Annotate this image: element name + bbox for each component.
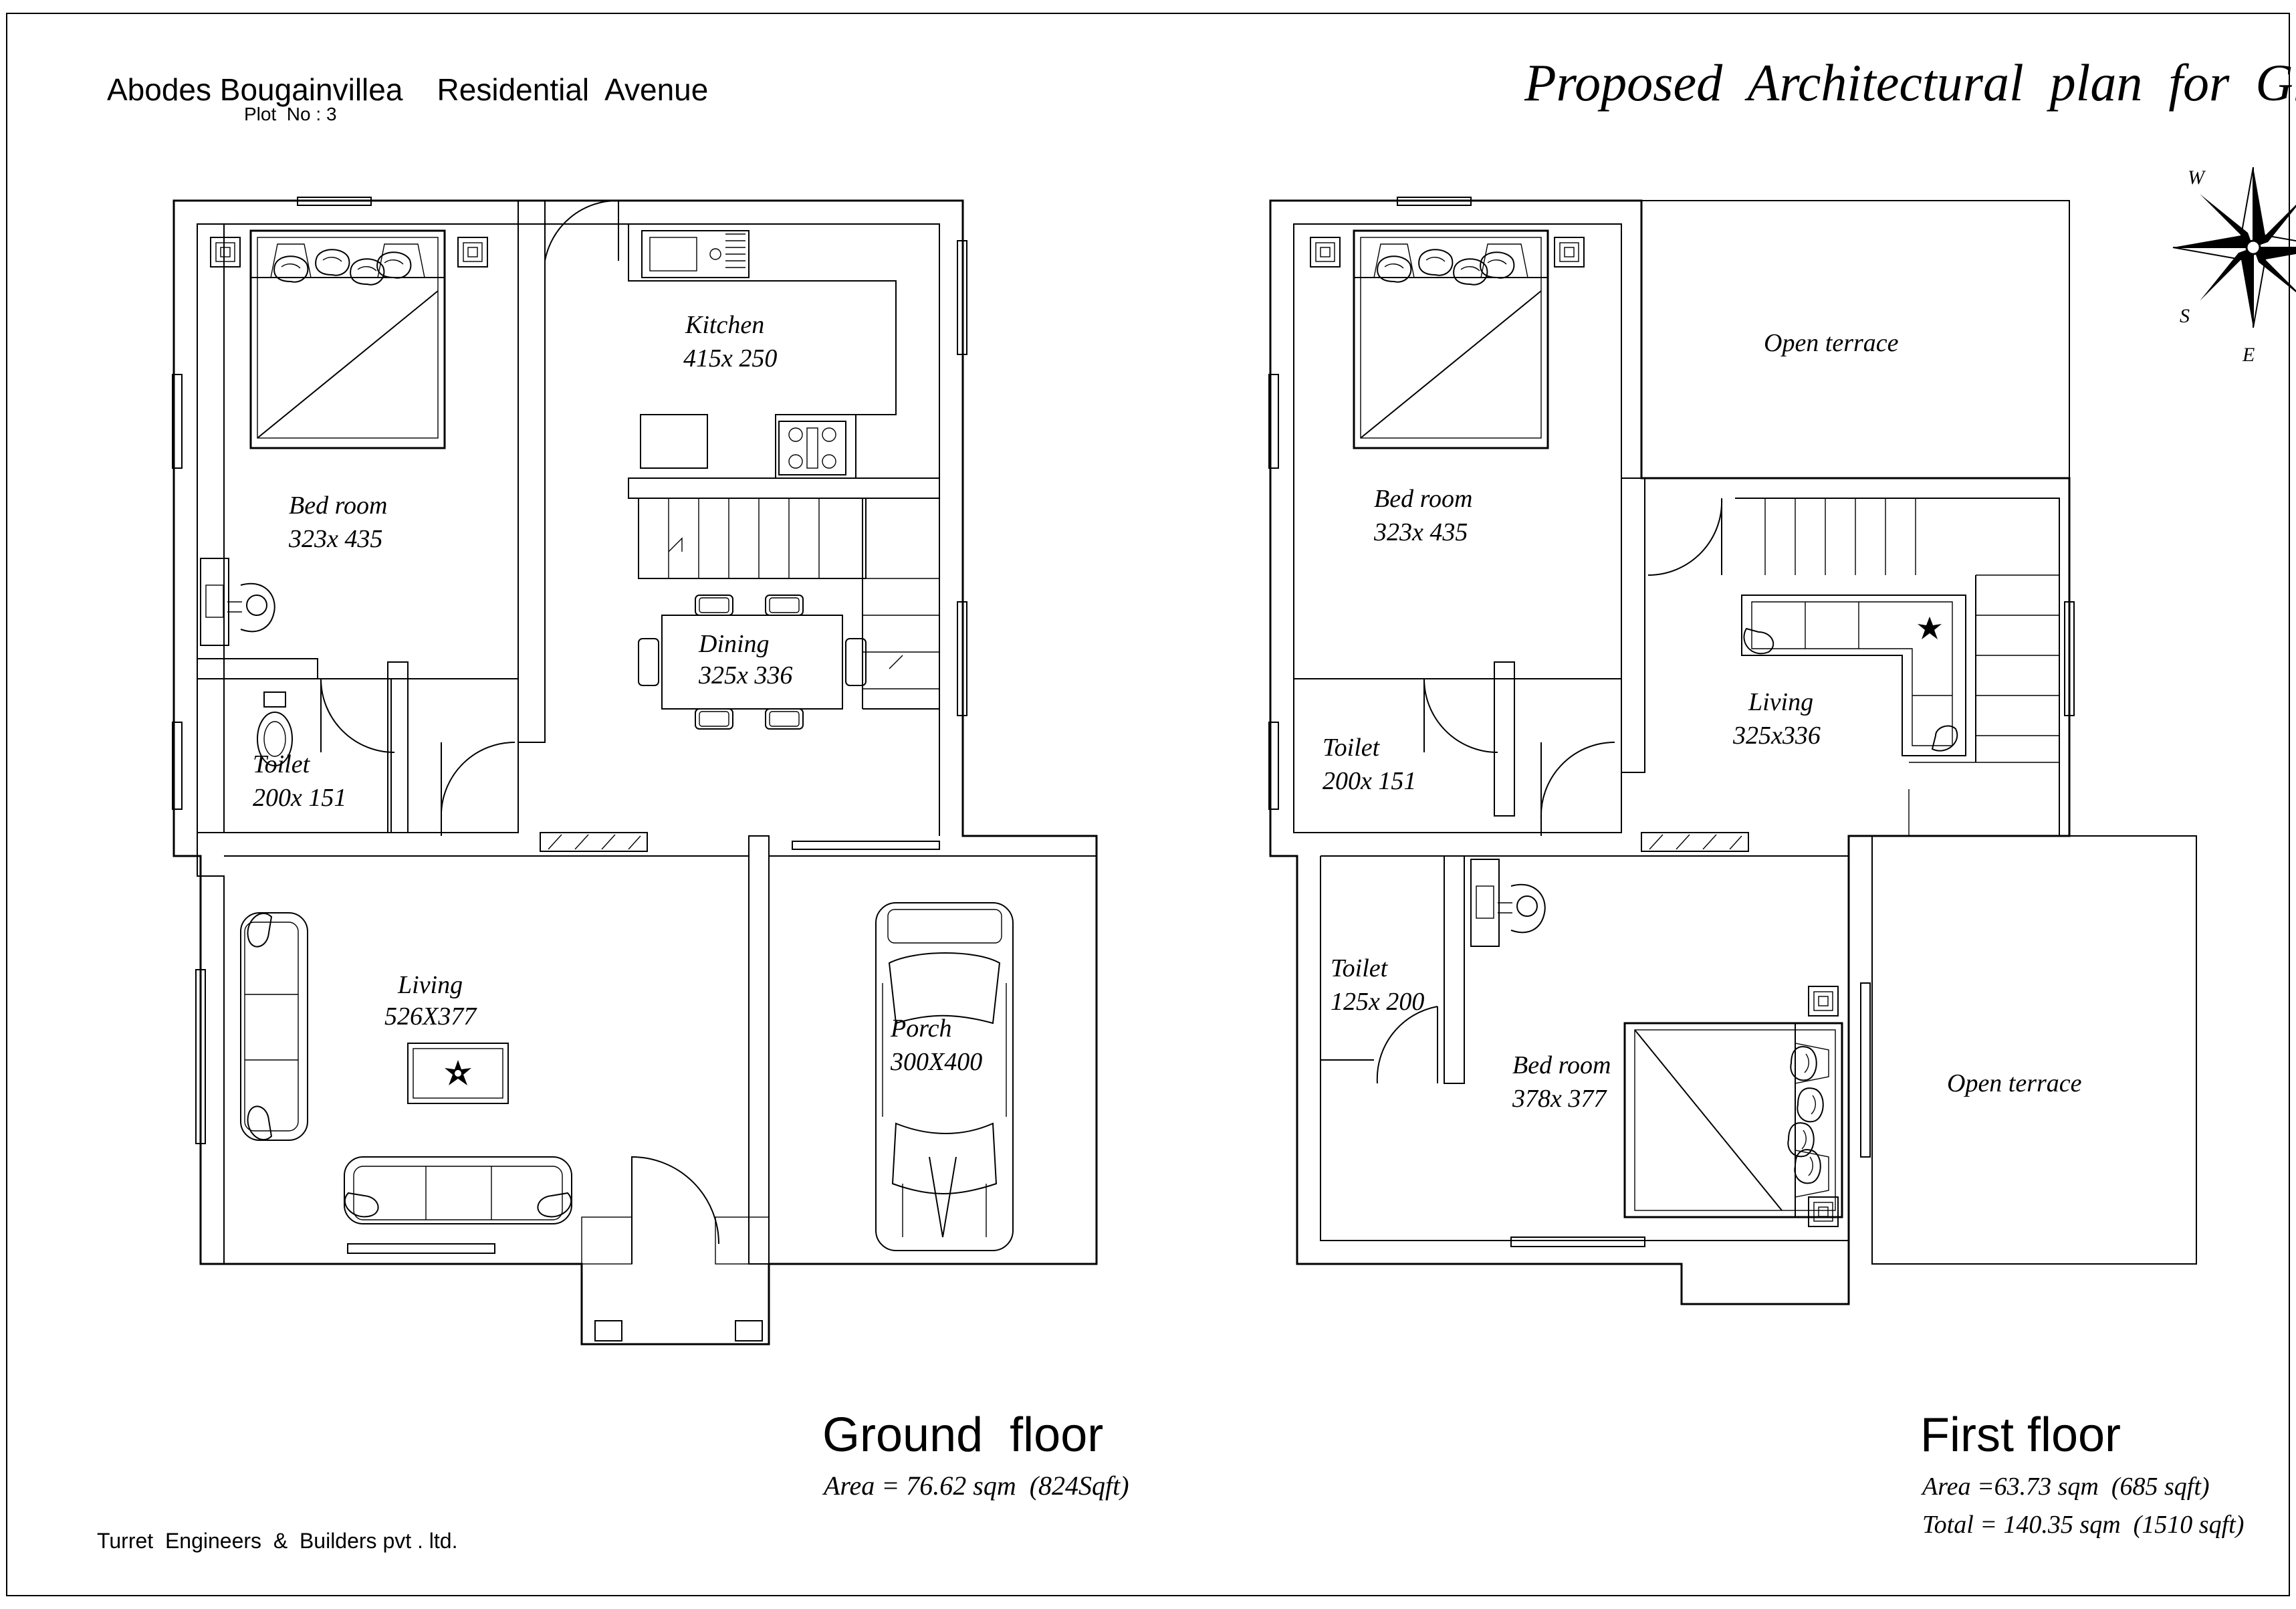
first-floor-area: Area =63.73 sqm (685 sqft) bbox=[1920, 1473, 2210, 1501]
company-name: Turret Engineers & Builders pvt . ltd. bbox=[97, 1529, 457, 1553]
ff-toilet2-name: Toilet bbox=[1331, 954, 1389, 982]
sheet-title: Proposed Architectural plan for Green Ci… bbox=[1524, 53, 2296, 112]
total-area: Total = 140.35 sqm (1510 sqft) bbox=[1922, 1511, 2244, 1539]
gf-toilet-name: Toilet bbox=[253, 750, 311, 778]
gf-kitchen-name: Kitchen bbox=[685, 311, 764, 339]
ff-bedroom1-name: Bed room bbox=[1374, 485, 1472, 513]
ground-floor-plan: Bed room 323x 435 Kitchen 415x 250 Dinin… bbox=[172, 197, 1098, 1346]
gf-bedroom-size: 323x 435 bbox=[288, 525, 382, 553]
gf-living-size: 526X377 bbox=[384, 1002, 477, 1031]
compass-w: W bbox=[2188, 167, 2206, 189]
ff-living-size: 325x336 bbox=[1732, 722, 1821, 750]
ff-bedroom2-size: 378x 377 bbox=[1512, 1085, 1607, 1113]
first-floor-plan: Bed room 323x 435 Open terrace Living 32… bbox=[1268, 197, 2197, 1305]
gf-porch-name: Porch bbox=[890, 1014, 951, 1043]
ff-bedroom2-name: Bed room bbox=[1512, 1051, 1611, 1079]
gf-living-name: Living bbox=[397, 971, 463, 999]
ff-toilet2-size: 125x 200 bbox=[1331, 988, 1424, 1016]
ground-floor-area: Area = 76.62 sqm (824Sqft) bbox=[822, 1471, 1129, 1501]
ff-bedroom1-size: 323x 435 bbox=[1373, 518, 1468, 546]
first-floor-heading: First floor bbox=[1920, 1408, 2121, 1462]
ground-floor-heading: Ground floor bbox=[822, 1408, 1103, 1462]
gf-porch-size: 300X400 bbox=[890, 1048, 982, 1076]
ff-terrace2-name: Open terrace bbox=[1947, 1069, 2082, 1097]
ff-terrace1-name: Open terrace bbox=[1764, 329, 1899, 357]
gf-dining-size: 325x 336 bbox=[698, 661, 792, 689]
sheet-border bbox=[6, 13, 2290, 1596]
gf-kitchen-size: 415x 250 bbox=[683, 344, 777, 372]
gf-dining-name: Dining bbox=[698, 630, 770, 658]
compass-e: E bbox=[2242, 344, 2255, 366]
ff-living-name: Living bbox=[1748, 688, 1813, 716]
ff-toilet1-size: 200x 151 bbox=[1323, 767, 1416, 795]
compass-s: S bbox=[2180, 305, 2190, 327]
gf-bedroom-name: Bed room bbox=[289, 492, 387, 520]
ff-toilet1-name: Toilet bbox=[1323, 734, 1381, 762]
compass-rose-icon: W S E bbox=[2172, 167, 2296, 366]
plot-number: Plot No : 3 bbox=[244, 104, 337, 124]
l-sofa bbox=[1741, 595, 1966, 756]
gf-toilet-size: 200x 151 bbox=[253, 784, 346, 812]
project-name: Abodes Bougainvillea Residential Avenue bbox=[107, 72, 708, 107]
